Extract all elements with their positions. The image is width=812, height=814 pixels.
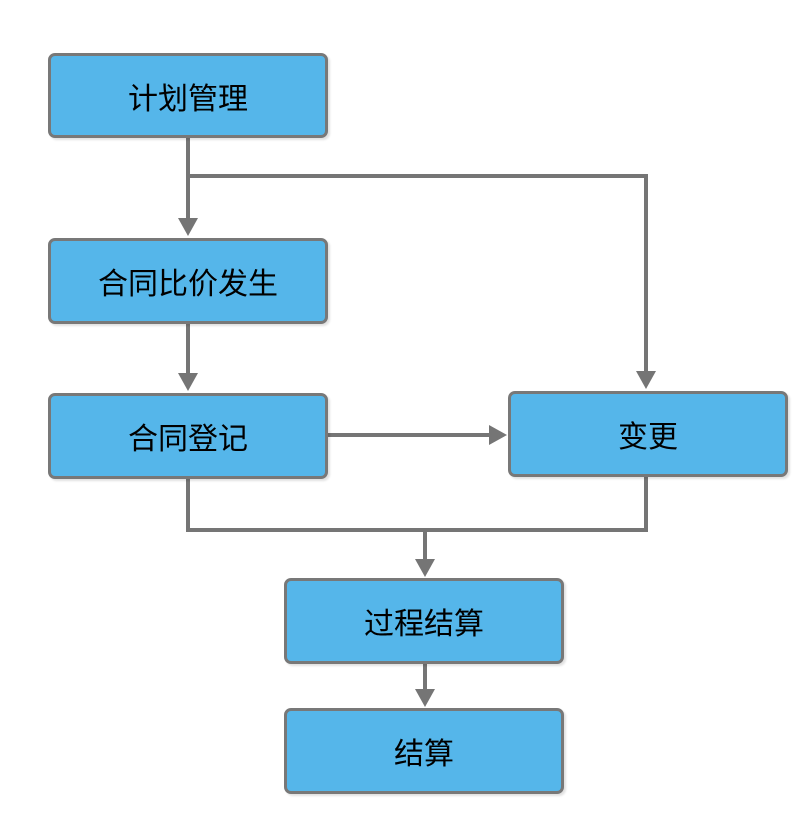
node-settlement: 结算 [284, 708, 564, 794]
node-change: 变更 [508, 391, 788, 477]
node-settlement-label: 结算 [394, 738, 454, 771]
edge-contract-price-comparison-to-contract-registration [178, 324, 198, 391]
node-contract-price-comparison: 合同比价发生 [48, 238, 328, 324]
node-plan-management-label: 计划管理 [128, 82, 248, 116]
node-plan-management: 计划管理 [48, 53, 328, 138]
node-change-label: 变更 [618, 421, 678, 454]
edge-plan-management-to-change [188, 174, 656, 389]
edge-process-settlement-to-settlement [415, 664, 435, 707]
node-process-settlement: 过程结算 [284, 578, 564, 664]
node-contract-price-comparison-label: 合同比价发生 [98, 268, 278, 301]
node-process-settlement-label: 过程结算 [364, 608, 484, 641]
edge-contract-registration-to-change [328, 425, 507, 445]
node-contract-registration: 合同登记 [48, 393, 328, 479]
node-contract-registration-label: 合同登记 [128, 423, 248, 456]
edge-plan-management-to-contract-price-comparison [178, 138, 198, 236]
edge-merge-to-process-settlement [186, 476, 648, 577]
